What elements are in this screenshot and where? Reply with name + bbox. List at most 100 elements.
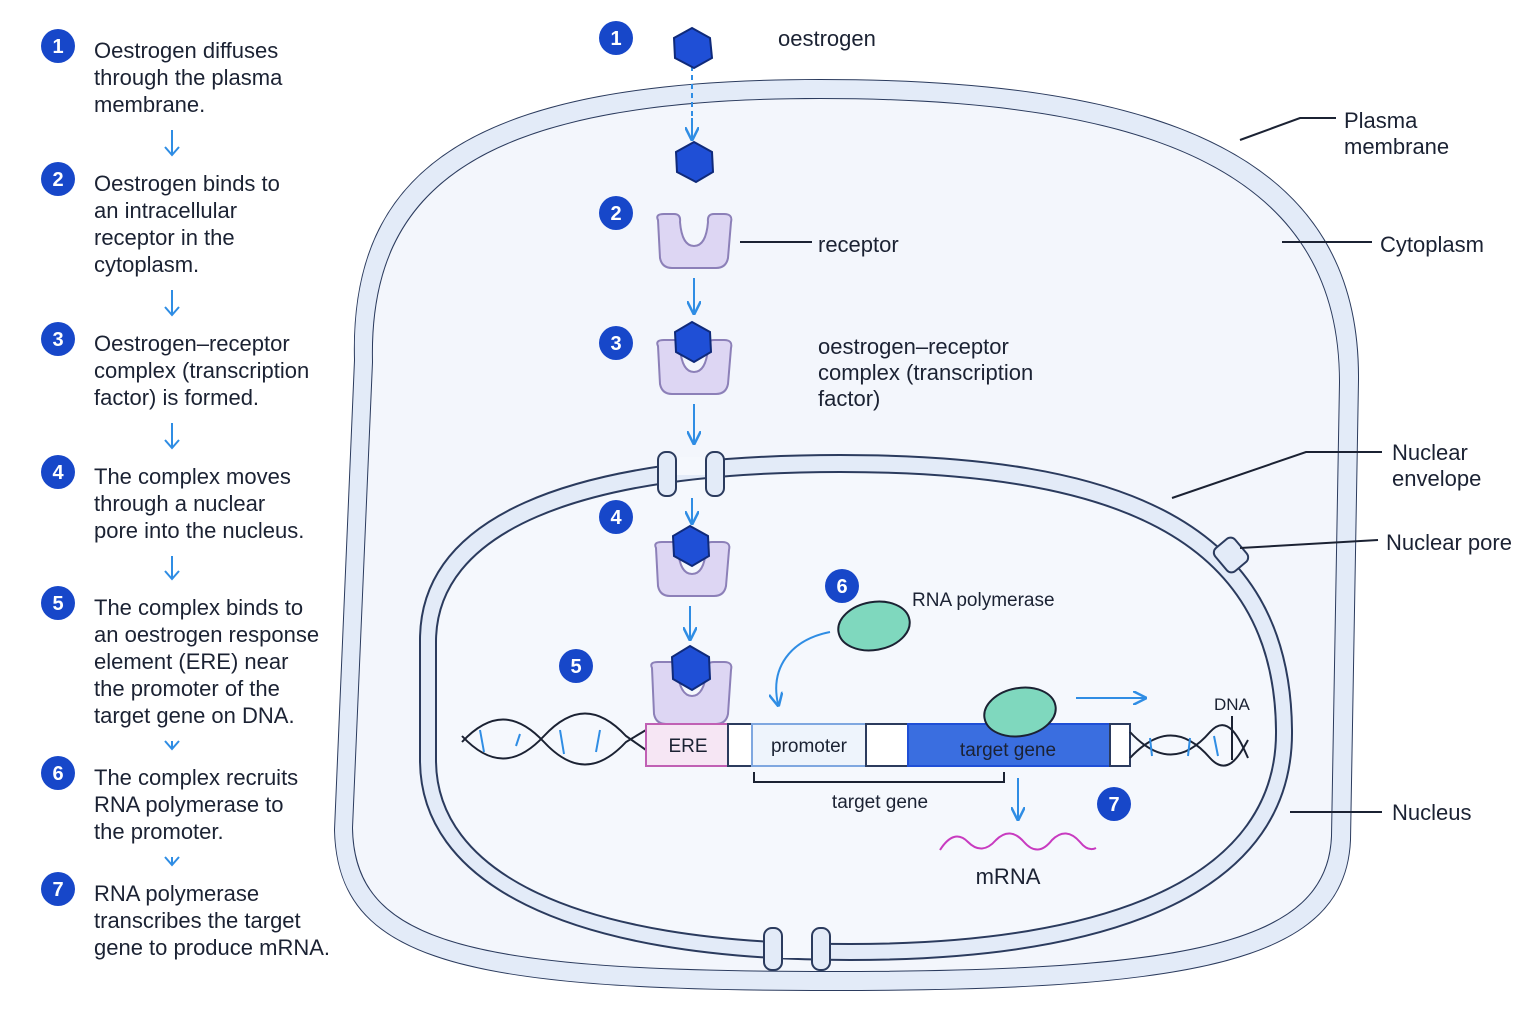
step-badge <box>41 756 75 790</box>
spacer-box <box>727 723 753 767</box>
target-gene-box <box>907 723 1111 767</box>
plasma-membrane-leader <box>1239 117 1336 141</box>
nuclear-envelope-leader <box>1171 451 1382 499</box>
step-text-line: cytoplasm. <box>94 252 199 277</box>
step-badge <box>41 29 75 63</box>
step-text-line: Oestrogen–receptor <box>94 331 290 356</box>
diagram-badge-number: 1 <box>610 28 621 50</box>
step-text-line: an oestrogen response <box>94 622 319 647</box>
nuclear-pore-top <box>657 451 725 497</box>
diagram-badge-4 <box>599 500 633 534</box>
receptor-shape <box>656 213 733 269</box>
dna-right-strand-b <box>1129 734 1249 767</box>
oestrogen-molecule-inside <box>674 140 715 184</box>
step-text-line: through the plasma <box>94 65 283 90</box>
step-arrow <box>164 423 180 450</box>
step-text-line: through a nuclear <box>94 491 265 516</box>
step-badge-number: 4 <box>52 462 64 484</box>
cell <box>333 78 1360 992</box>
promoter-label: promoter <box>771 736 848 757</box>
diagram-badge-2 <box>599 196 633 230</box>
step-text-line: membrane. <box>94 92 205 117</box>
diagram-badge-number: 3 <box>610 333 621 355</box>
target-gene-label: target gene <box>960 740 1056 761</box>
complex-oestrogen <box>673 320 713 364</box>
complex-in-nucleus-oestrogen <box>671 524 711 568</box>
step-text-line: pore into the nucleus. <box>94 518 304 543</box>
step-badge-number: 7 <box>52 879 63 901</box>
dna <box>461 712 1249 783</box>
plasma-membrane-label-1: Plasma <box>1344 108 1418 133</box>
step-arrow <box>164 556 180 581</box>
step-text-line: The complex recruits <box>94 765 298 790</box>
diagram-badge-1 <box>599 21 633 55</box>
nucleus <box>435 470 1278 946</box>
side-labels: Plasma membrane Cytoplasm Nuclear envelo… <box>1171 108 1512 825</box>
nuclear-envelope-label-1: Nuclear <box>1392 440 1468 465</box>
step-text-line: target gene on DNA. <box>94 703 295 728</box>
step-arrow <box>164 130 180 157</box>
step-text-line: The complex moves <box>94 464 291 489</box>
nuclear-pore-label: Nuclear pore <box>1386 530 1512 555</box>
mrna-strand <box>939 832 1097 851</box>
diagram-badge-7 <box>1097 787 1131 821</box>
complex-label-line-1: oestrogen–receptor <box>818 334 1009 359</box>
promoter-box <box>751 723 867 767</box>
step-badge <box>41 162 75 196</box>
step-arrow <box>164 856 180 867</box>
step-text-line: receptor in the <box>94 225 235 250</box>
complex-label: oestrogen–receptor complex (transcriptio… <box>818 334 1033 411</box>
ere-label: ERE <box>668 736 707 757</box>
dna-end-box <box>1109 723 1131 767</box>
complex-label-line-2: complex (transcription <box>818 360 1033 385</box>
dna-left-strand-b <box>461 712 647 760</box>
polymerase-recruit-arrow <box>776 631 831 704</box>
nucleus-label: Nucleus <box>1392 800 1471 825</box>
diagram-badge-number: 5 <box>570 656 581 678</box>
step-badge <box>41 586 75 620</box>
nuclear-envelope-label-2: envelope <box>1392 466 1481 491</box>
step-arrow <box>164 290 180 317</box>
step-text-line: complex (transcription <box>94 358 309 383</box>
ere-box <box>645 723 729 767</box>
step-arrow <box>164 740 180 751</box>
step-badge-number: 2 <box>52 169 63 191</box>
step-badge-number: 3 <box>52 329 63 351</box>
step-badge <box>41 455 75 489</box>
nuclear-pore-leader <box>1239 539 1379 549</box>
step-text-line: RNA polymerase <box>94 881 259 906</box>
step-text-line: the promoter. <box>94 819 224 844</box>
target-gene-bracket <box>753 772 1005 783</box>
diagram-badge-number: 2 <box>610 203 621 225</box>
target-gene-bracket-label: target gene <box>832 792 928 813</box>
plasma-membrane-label-2: membrane <box>1344 134 1449 159</box>
dna-left-strand-a <box>461 718 647 766</box>
oestrogen-path <box>650 26 812 725</box>
step-badge <box>41 872 75 906</box>
oestrogen-label: oestrogen <box>778 26 876 51</box>
dna-label: DNA <box>1214 695 1251 714</box>
rna-polymerase-label: RNA polymerase <box>912 590 1055 611</box>
complex-label-line-3: factor) <box>818 386 880 411</box>
step-text-line: Oestrogen binds to <box>94 171 280 196</box>
diagram-badge-6 <box>825 569 859 603</box>
bound-complex-oestrogen <box>670 644 712 692</box>
rna-polymerase-free <box>837 600 911 652</box>
step-badge-number: 5 <box>52 593 63 615</box>
diagram-badge-3 <box>599 326 633 360</box>
step-text-line: transcribes the target <box>94 908 301 933</box>
nuclear-pore-right <box>1212 536 1250 574</box>
diagram-badge-5 <box>559 649 593 683</box>
diagram-badge-number: 4 <box>610 507 622 529</box>
step-badge-number: 6 <box>52 763 63 785</box>
cytoplasm-label: Cytoplasm <box>1380 232 1484 257</box>
diagram-badge-number: 6 <box>836 576 847 598</box>
step-text-line: factor) is formed. <box>94 385 259 410</box>
